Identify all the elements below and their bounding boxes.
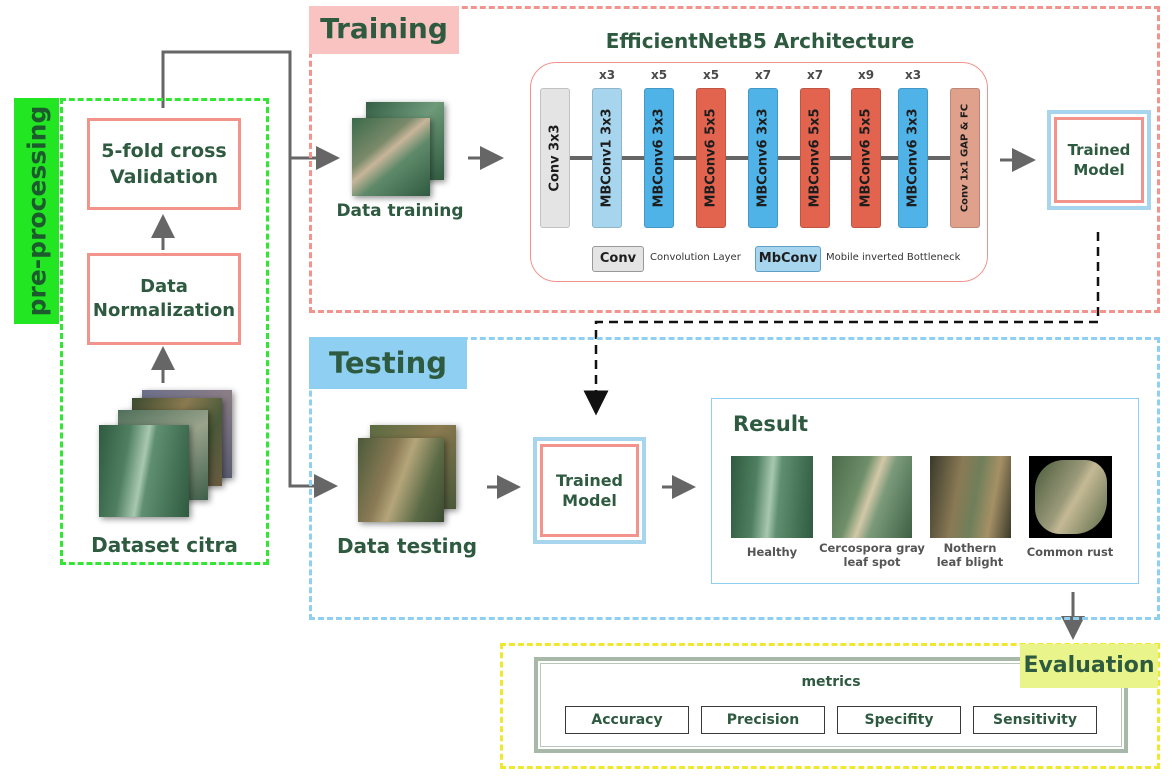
arch-layer-label: MBConv1 3x3 — [599, 108, 615, 208]
arrow-cv-to-testing — [161, 50, 338, 498]
arch-layer-multiplier: x7 — [806, 68, 824, 82]
arch-layer-multiplier: x7 — [754, 68, 772, 82]
arch-layer-label: MBConv6 5x5 — [807, 108, 823, 208]
arch-layer-multiplier: x9 — [857, 68, 875, 82]
normalization-label-2: Normalization — [92, 300, 236, 321]
legend-conv-tag: Conv — [592, 246, 644, 272]
arch-layer: MBConv6 5x5 — [696, 88, 726, 228]
arrow-model-to-testing — [583, 232, 1100, 416]
arch-layer: MBConv6 3x3 — [748, 88, 778, 228]
legend-mbconv-tag: MbConv — [755, 246, 821, 272]
training-title: Training — [309, 6, 459, 54]
testing-trained-model-label-2: Model — [562, 490, 617, 510]
training-trained-model-label-1: Trained — [1067, 141, 1131, 159]
arch-layer: MBConv6 5x5 — [851, 88, 881, 228]
result-class-label-line2: leaf blight — [936, 555, 1004, 569]
metric-accuracy: Accuracy — [565, 706, 689, 734]
arch-layer-label: MBConv6 3x3 — [905, 108, 921, 208]
metrics-panel-inner — [540, 663, 1122, 747]
training-image-front — [352, 118, 430, 196]
metrics-label: metrics — [801, 674, 861, 690]
arch-layer-multiplier: x3 — [598, 68, 616, 82]
result-image-common-rust — [1029, 456, 1112, 538]
result-class-label-line1: Nothern — [943, 541, 997, 555]
training-trained-model-inner: Trained Model — [1054, 117, 1144, 203]
arch-layer-multiplier: x5 — [650, 68, 668, 82]
result-class-label: Common rust — [1010, 545, 1130, 559]
result-class-label-line1: Common rust — [1026, 545, 1114, 559]
arch-layer-label: Conv 1x1 GAP & FC — [959, 103, 971, 213]
evaluation-title: Evaluation — [1020, 644, 1158, 688]
result-image-common-rust-leaf — [1035, 460, 1107, 534]
testing-panel — [309, 337, 1160, 620]
result-image-northern-blight — [930, 456, 1011, 538]
dataset-label: Dataset citra — [91, 533, 238, 557]
arch-layer: Conv 1x1 GAP & FC — [950, 88, 980, 228]
training-panel — [309, 6, 1160, 313]
cv-box: 5-fold cross Validation — [87, 118, 241, 210]
metric-precision: Precision — [701, 706, 825, 734]
preprocessing-title: pre-processing — [22, 105, 51, 317]
result-title: Result — [733, 412, 809, 436]
arch-layer-label: MBConv6 3x3 — [755, 108, 771, 208]
legend-mbconv-desc: Mobile inverted Bottleneck — [826, 252, 961, 263]
arch-layer-multiplier: x5 — [702, 68, 720, 82]
testing-title: Testing — [309, 337, 467, 389]
cv-label-2: Validation — [109, 166, 219, 188]
arch-layer-multiplier: x3 — [904, 68, 922, 82]
arch-layer: MBConv1 3x3 — [592, 88, 622, 228]
result-class-label-line1: Healthy — [746, 545, 798, 559]
arch-title: EfficientNetB5 Architecture — [605, 29, 915, 53]
training-trained-model-label-2: Model — [1073, 161, 1125, 179]
arch-panel — [530, 62, 988, 282]
evaluation-panel — [500, 643, 1160, 769]
result-image-cercospora — [832, 456, 912, 538]
arch-layer-label: MBConv6 5x5 — [858, 108, 874, 208]
training-trained-model: Trained Model — [1047, 110, 1151, 210]
testing-trained-model-inner: Trained Model — [540, 444, 639, 537]
testing-trained-model-label-1: Trained — [555, 470, 624, 490]
normalization-box: Data Normalization — [87, 253, 241, 345]
arch-layer-label: Conv 3x3 — [547, 124, 563, 192]
normalization-label-1: Data — [140, 276, 188, 297]
metric-sensitivity: Sensitivity — [973, 706, 1097, 734]
result-class-label: Healthy — [712, 545, 832, 559]
arch-layer: MBConv6 3x3 — [644, 88, 674, 228]
metric-specifity: Specifity — [837, 706, 961, 734]
dataset-image-1 — [99, 425, 189, 517]
legend-conv-desc: Convolution Layer — [650, 252, 741, 263]
preprocessing-panel — [60, 98, 269, 565]
arch-layer: MBConv6 5x5 — [800, 88, 830, 228]
testing-data-label: Data testing — [336, 534, 478, 558]
arch-layer-label: MBConv6 5x5 — [703, 108, 719, 208]
testing-trained-model: Trained Model — [533, 437, 646, 544]
preprocessing-title-tab: pre-processing — [14, 98, 59, 324]
arch-layer: Conv 3x3 — [540, 88, 570, 228]
training-data-label: Data training — [336, 201, 464, 221]
testing-image-front — [358, 438, 444, 522]
arch-layer-label: MBConv6 3x3 — [651, 108, 667, 208]
result-class-label-line1: Cercospora gray — [819, 541, 925, 555]
arch-layer: MBConv6 3x3 — [898, 88, 928, 228]
result-class-label-line2: leaf spot — [843, 555, 901, 569]
result-image-healthy — [731, 456, 813, 538]
cv-label-1: 5-fold cross — [101, 140, 227, 162]
